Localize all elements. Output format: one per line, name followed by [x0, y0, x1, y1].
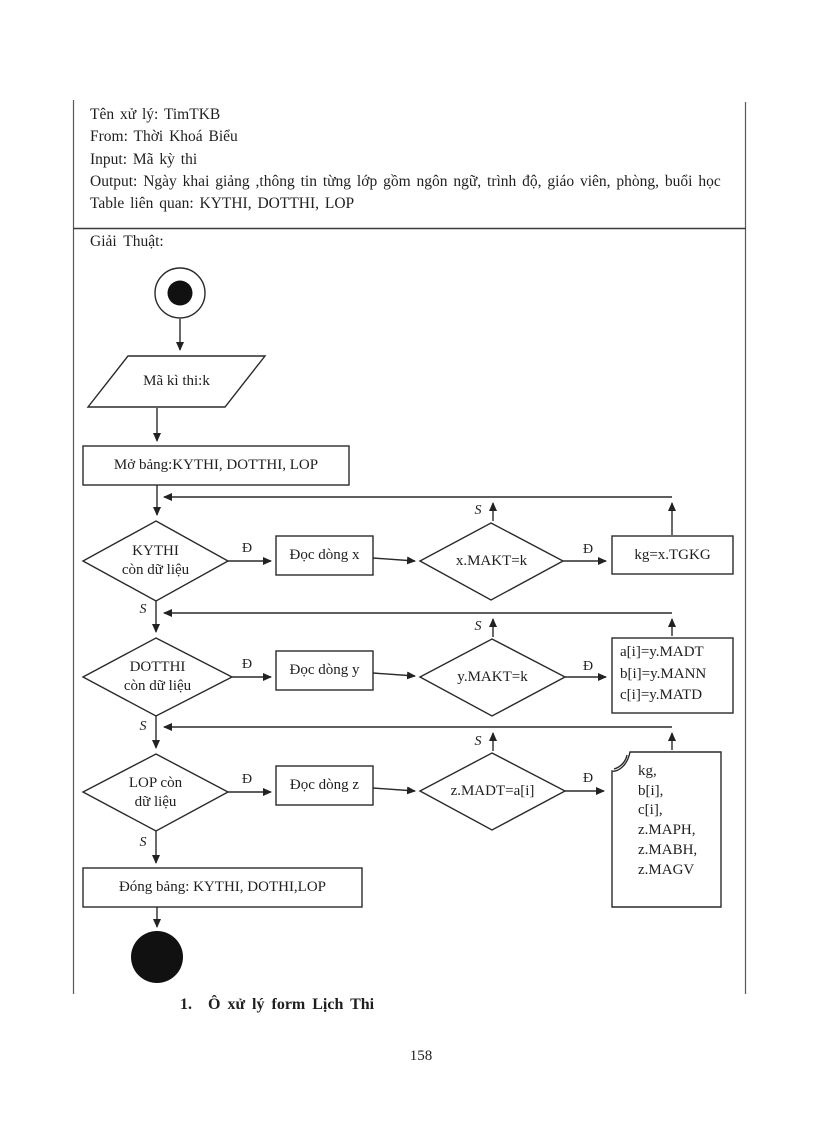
- output-doc-line3: c[i],: [638, 802, 663, 819]
- ycheck-yes-label: Đ: [582, 659, 594, 674]
- lop-yes-label: Đ: [241, 772, 253, 787]
- assign-abc-line1: a[i]=y.MADT: [620, 644, 704, 660]
- read-row-y-box: [275, 650, 374, 691]
- y-match-check-label: y.MAKT=k: [457, 669, 528, 685]
- dotthi-yes-label: Đ: [241, 657, 253, 672]
- caption-text: Ô xử lý form Lịch Thi: [208, 996, 375, 1013]
- dotthi-no-label: S: [139, 719, 147, 734]
- kythi-check-line2: còn dữ liệu: [121, 562, 190, 578]
- close-tables-label: Đóng bảng: KYTHI, DOTHI,LOP: [118, 879, 327, 895]
- ycheck-no-label: S: [474, 619, 482, 634]
- lop-check-label: LOP còn dữ liệu: [83, 754, 228, 831]
- kythi-check-label: KYTHI còn dữ liệu: [83, 521, 228, 601]
- end-node: [131, 931, 183, 983]
- header-line-name: Tên xử lý: TimTKB: [90, 106, 221, 123]
- y-match-decision-diamond: [418, 638, 567, 717]
- output-document-shape: [611, 751, 722, 908]
- header-line-output: Output: Ngày khai giảng ,thông tin từng …: [90, 172, 721, 190]
- read-row-z-label: Đọc dòng z: [289, 777, 360, 793]
- z-match-check-label: z.MADT=a[i]: [450, 783, 535, 799]
- output-doc-line2: b[i],: [638, 782, 664, 799]
- header-line-tables: Table liên quan: KYTHI, DOTTHI, LOP: [90, 195, 355, 213]
- header-line-input: Input: Mã kỳ thi: [90, 150, 198, 168]
- output-doc-line4: z.MAPH,: [638, 822, 696, 839]
- kythi-check-line1: KYTHI: [132, 543, 179, 559]
- edge-readx-to-check: [372, 556, 416, 565]
- output-document-label: kg, b[i], c[i], z.MAPH, z.MABH, z.MAGV: [638, 762, 722, 882]
- caption-number: 1.: [180, 996, 192, 1013]
- dotthi-check-label: DOTTHI còn dữ liệu: [83, 638, 232, 716]
- section-label: Giải Thuật:: [90, 233, 164, 250]
- document-fold-curl: [613, 754, 628, 770]
- assign-abc-label: a[i]=y.MADT b[i]=y.MANN c[i]=y.MATD: [620, 642, 730, 710]
- x-match-decision-diamond: [418, 522, 565, 601]
- open-tables-box: [82, 445, 350, 486]
- figure-caption: 1. Ô xử lý form Lịch Thi: [180, 996, 374, 1014]
- lop-no-label: S: [139, 835, 147, 850]
- read-row-z-box: [275, 765, 374, 806]
- dotthi-check-line1: DOTTHI: [129, 659, 186, 675]
- z-match-decision-diamond: [418, 752, 567, 831]
- header-line-from: From: Thời Khoá Biểu: [90, 128, 238, 146]
- lop-check-line1: LOP còn: [128, 774, 183, 791]
- edge-readz-to-check: [372, 786, 416, 795]
- dotthi-check-line2: còn dữ liệu: [123, 678, 192, 694]
- output-doc-line6: z.MAGV: [638, 861, 695, 878]
- close-tables-box: [82, 867, 363, 908]
- read-row-x-box: [275, 535, 374, 576]
- kythi-no-label: S: [139, 602, 147, 617]
- xcheck-no-label: S: [474, 503, 482, 518]
- lop-check-line2: dữ liệu: [134, 793, 177, 810]
- input-exam-code-label: Mã kì thi:k: [143, 373, 210, 389]
- edge-ready-to-check: [372, 671, 416, 680]
- zcheck-yes-label: Đ: [582, 771, 594, 786]
- assign-abc-line2: b[i]=y.MANN: [620, 665, 707, 682]
- assign-abc-box: [611, 637, 734, 714]
- read-row-x-label: Đọc dòng x: [289, 547, 360, 563]
- xcheck-yes-label: Đ: [582, 542, 594, 557]
- page-number: 158: [409, 1048, 433, 1064]
- input-parallelogram: [86, 355, 267, 408]
- assign-kg-label: kg=x.TGKG: [634, 546, 711, 563]
- open-tables-label: Mở bảng:KYTHI, DOTTHI, LOP: [113, 457, 319, 473]
- output-doc-line1: kg,: [638, 763, 657, 779]
- assign-kg-box: [611, 535, 734, 575]
- kythi-yes-label: Đ: [241, 541, 253, 556]
- start-node-inner: [167, 280, 193, 306]
- read-row-y-label: Đọc dòng y: [289, 662, 360, 678]
- output-doc-line5: z.MABH,: [638, 841, 698, 858]
- zcheck-no-label: S: [474, 734, 482, 749]
- assign-abc-line3: c[i]=y.MATD: [620, 687, 703, 703]
- x-match-check-label: x.MAKT=k: [455, 553, 528, 569]
- process-header-block: Tên xử lý: TimTKB From: Thời Khoá Biểu I…: [90, 104, 740, 215]
